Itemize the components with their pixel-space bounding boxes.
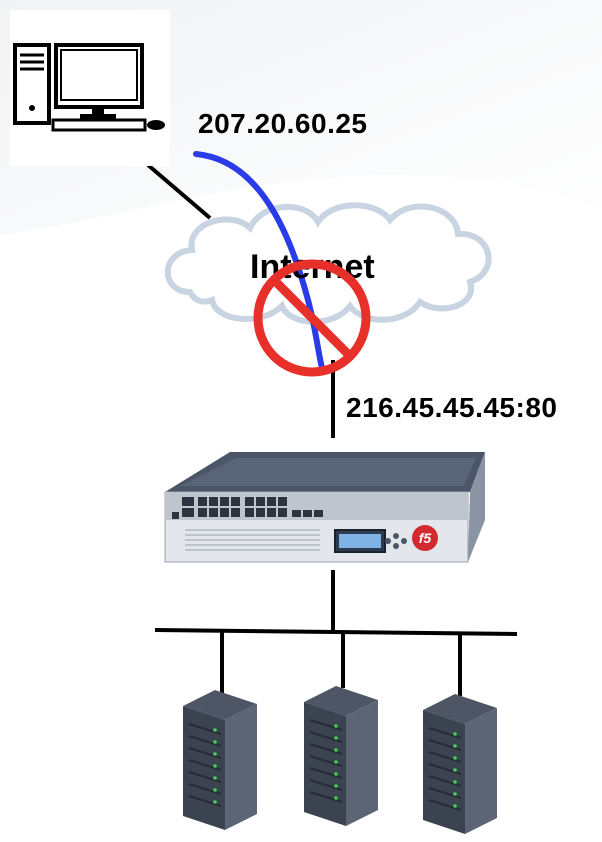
desktop-computer-icon <box>10 10 170 166</box>
f5-appliance-icon: f5 <box>164 452 485 563</box>
client-ip-label: 207.20.60.25 <box>198 108 368 139</box>
virtual-server-label: 216.45.45.45:80 <box>346 392 558 423</box>
blocked-traffic-path <box>193 151 325 371</box>
server-rack-icon <box>423 694 497 834</box>
server-bus <box>154 628 518 636</box>
client-to-internet-link <box>146 163 212 220</box>
server-rack-icon <box>183 690 257 830</box>
f5-badge-text: f5 <box>419 530 432 546</box>
prohibited-icon <box>253 259 371 377</box>
server-rack-icon <box>304 686 378 826</box>
